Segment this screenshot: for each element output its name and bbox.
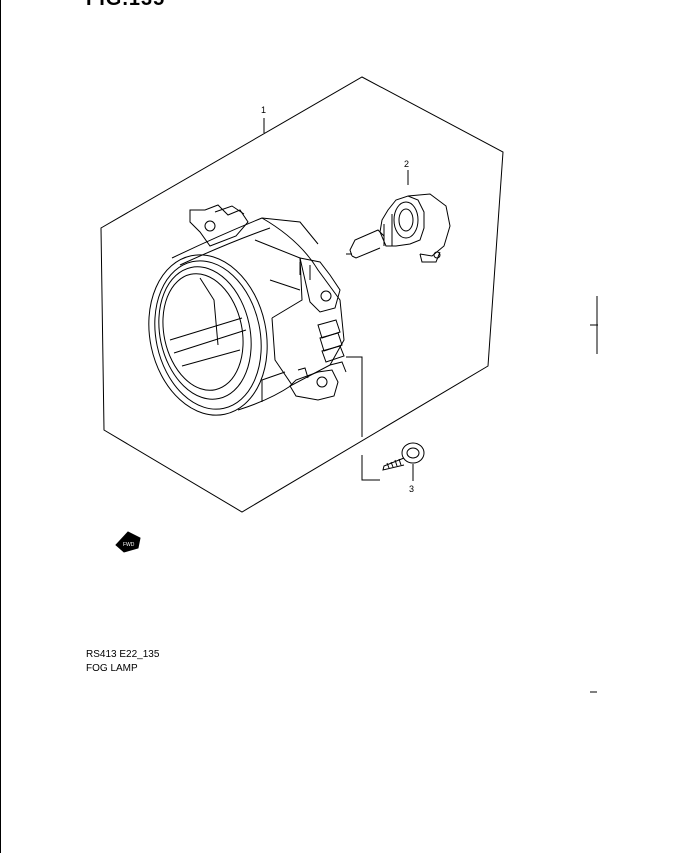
fwd-label: FWD xyxy=(123,542,135,548)
fog-lamp-drawing xyxy=(148,204,347,416)
figure-title: FIG.135 xyxy=(86,0,165,11)
assembly-outline xyxy=(100,76,504,513)
figure-name: FOG LAMP xyxy=(86,663,138,674)
bulb-drawing xyxy=(346,193,451,263)
screw-bracket-line xyxy=(346,356,363,437)
fwd-direction-icon: FWD xyxy=(115,531,141,553)
screw-drawing xyxy=(382,442,425,471)
screw-bracket-line-lower xyxy=(361,455,380,481)
page-left-border xyxy=(0,0,1,853)
callout-number-2: 2 xyxy=(404,159,409,169)
callout-number-3: 3 xyxy=(409,484,414,494)
callout-number-1: 1 xyxy=(261,105,266,115)
figure-code: RS413 E22_135 xyxy=(86,649,160,660)
